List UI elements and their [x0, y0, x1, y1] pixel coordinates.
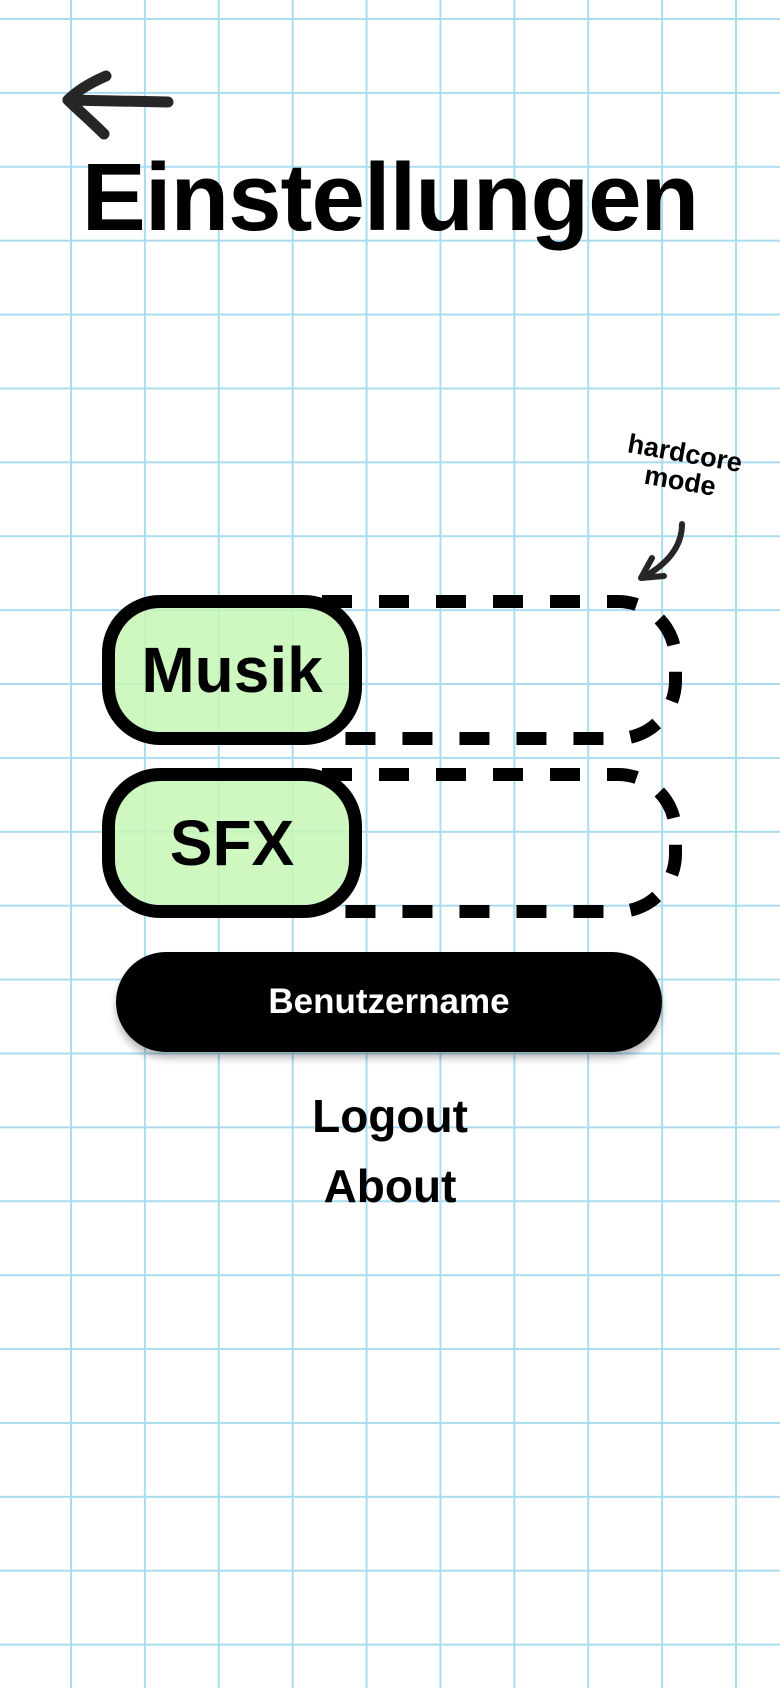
sfx-toggle-track[interactable] [322, 768, 682, 918]
arrow-left-icon [58, 68, 184, 144]
username-button[interactable]: Benutzername [116, 952, 662, 1052]
curved-arrow-down-icon [632, 520, 692, 586]
logout-link[interactable]: Logout [312, 1090, 468, 1142]
music-toggle-track[interactable] [322, 595, 682, 745]
about-link[interactable]: About [323, 1160, 457, 1212]
sfx-toggle[interactable]: SFX [102, 768, 682, 918]
music-toggle-knob[interactable]: Musik [102, 595, 362, 745]
hardcore-mode-hint: hardcore mode [625, 428, 745, 502]
music-toggle[interactable]: Musik [102, 595, 682, 745]
page-title: Einstellungen [81, 144, 699, 251]
back-button[interactable] [58, 68, 184, 144]
sfx-toggle-knob[interactable]: SFX [102, 768, 362, 918]
